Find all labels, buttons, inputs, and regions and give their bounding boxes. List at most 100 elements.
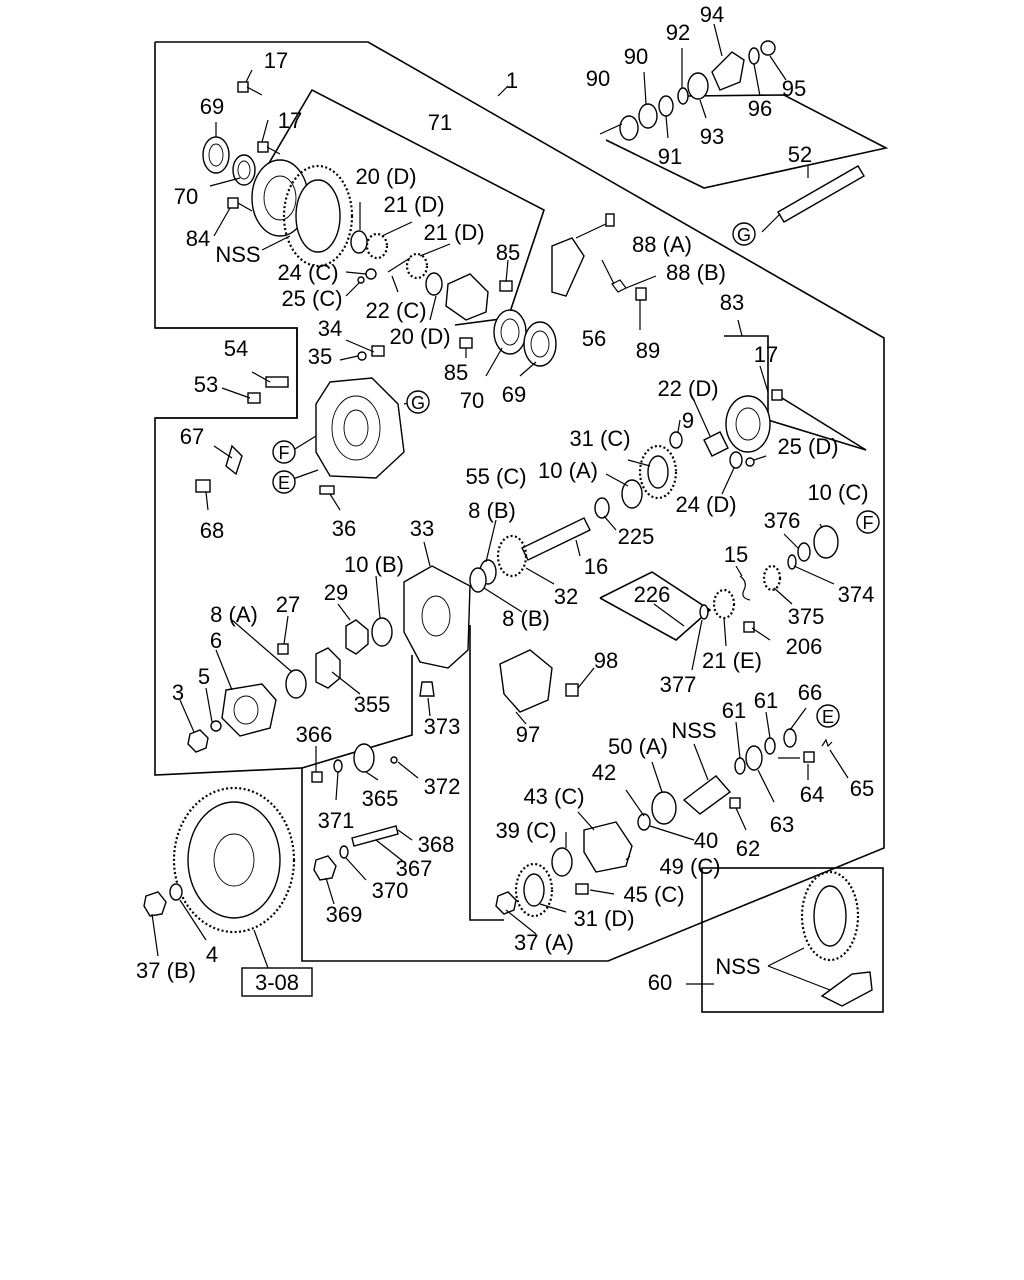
label-9: 9 xyxy=(682,408,694,433)
label-29: 29 xyxy=(324,580,348,605)
label-56: 56 xyxy=(582,326,606,351)
seal-69-top xyxy=(202,136,230,174)
label-25c: 25 (C) xyxy=(281,286,342,311)
carrier-housing-55c xyxy=(315,377,405,479)
label-88b: 88 (B) xyxy=(666,260,726,285)
callout-circle-g-top xyxy=(732,222,756,246)
plug-369 xyxy=(313,855,337,881)
callout-e-right: E xyxy=(822,707,834,727)
bearing-70-top xyxy=(232,154,256,186)
sub-frame-54 xyxy=(155,327,298,419)
label-85-top: 85 xyxy=(496,240,520,265)
spring-15 xyxy=(739,575,751,601)
nut-95 xyxy=(760,40,776,56)
label-17-top: 17 xyxy=(264,48,288,73)
pinion-22d xyxy=(703,431,729,457)
label-42: 42 xyxy=(592,760,616,785)
label-70-top: 70 xyxy=(174,184,198,209)
ring-91 xyxy=(658,95,674,117)
label-34: 34 xyxy=(318,316,342,341)
part-labels: 1 17 69 17 71 70 20 (D) 21 (D) 84 21 (D)… xyxy=(136,2,874,995)
race-69-mid xyxy=(523,321,557,367)
label-377: 377 xyxy=(660,672,697,697)
label-43c: 43 (C) xyxy=(523,784,584,809)
label-24d: 24 (D) xyxy=(675,492,736,517)
bolt-27 xyxy=(277,643,289,655)
label-94: 94 xyxy=(700,2,724,27)
label-8b-top: 8 (B) xyxy=(468,498,516,523)
label-nss-top: NSS xyxy=(215,242,260,267)
label-93: 93 xyxy=(700,124,724,149)
label-71: 71 xyxy=(428,110,452,135)
label-15: 15 xyxy=(724,542,748,567)
label-95: 95 xyxy=(782,76,806,101)
nut-64 xyxy=(803,751,815,763)
callout-g-mid: G xyxy=(411,393,425,413)
ring-pinion-nss-box xyxy=(701,867,884,1013)
label-68: 68 xyxy=(200,518,224,543)
pinion-nss-mid xyxy=(682,775,732,815)
circle-callouts: G G F E F E xyxy=(272,222,880,728)
label-31c: 31 (C) xyxy=(569,426,630,451)
label-52: 52 xyxy=(788,142,812,167)
cross-pin-22c xyxy=(387,257,411,273)
label-10b: 10 (B) xyxy=(344,552,404,577)
gear-355 xyxy=(315,647,341,689)
bolt-206 xyxy=(743,621,755,633)
case-33 xyxy=(403,565,471,669)
label-1: 1 xyxy=(506,68,518,93)
oring-4 xyxy=(169,883,183,901)
label-60: 60 xyxy=(648,970,672,995)
bolt-89 xyxy=(635,287,647,301)
label-90a: 90 xyxy=(586,66,610,91)
flange-6 xyxy=(221,683,277,737)
label-nss-bottom: NSS xyxy=(715,954,760,979)
housing-83 xyxy=(725,395,771,453)
label-89: 89 xyxy=(636,338,660,363)
label-97: 97 xyxy=(516,722,540,747)
label-36: 36 xyxy=(332,516,356,541)
label-88a: 88 (A) xyxy=(632,232,692,257)
label-8a: 8 (A) xyxy=(210,602,258,627)
nut-85-mid xyxy=(459,337,473,349)
pinion-21d-a xyxy=(365,232,389,260)
label-375: 375 xyxy=(788,604,825,629)
label-371: 371 xyxy=(318,808,355,833)
plug-373 xyxy=(419,681,435,697)
cover-43c xyxy=(583,821,633,873)
washer-20d xyxy=(350,230,368,254)
dowel-36 xyxy=(319,485,335,495)
label-372: 372 xyxy=(424,774,461,799)
bolt-34 xyxy=(371,345,385,357)
washer-35 xyxy=(357,351,367,361)
label-37a: 37 (A) xyxy=(514,930,574,955)
label-nss-mid: NSS xyxy=(671,718,716,743)
gear-31c xyxy=(638,444,678,500)
washer-20d-b xyxy=(425,272,443,296)
ring-gear-nss xyxy=(800,870,860,962)
bearing-90-b xyxy=(638,103,658,129)
actuator-97 xyxy=(499,649,553,713)
diff-carrier-frame-71 xyxy=(261,88,545,326)
label-98: 98 xyxy=(594,648,618,673)
callout-f-right: F xyxy=(863,513,874,533)
bracket-frame-365 xyxy=(301,655,413,769)
washer-371 xyxy=(333,759,343,773)
label-365: 365 xyxy=(362,786,399,811)
label-21e: 21 (E) xyxy=(702,648,762,673)
label-66: 66 xyxy=(798,680,822,705)
callout-circle-e-left xyxy=(272,470,296,494)
label-369: 369 xyxy=(326,902,363,927)
label-54: 54 xyxy=(224,336,248,361)
bolt-45c xyxy=(575,883,589,895)
bolt-62 xyxy=(729,797,741,809)
bearing-10b xyxy=(371,617,393,647)
bolt-17-right xyxy=(771,389,783,401)
label-69-mid: 69 xyxy=(502,382,526,407)
yoke-94 xyxy=(711,51,745,91)
pinion-21d-b xyxy=(405,252,429,280)
bearing-70-mid xyxy=(493,309,527,355)
bolt-84 xyxy=(227,197,239,209)
gear-31d xyxy=(514,862,554,918)
